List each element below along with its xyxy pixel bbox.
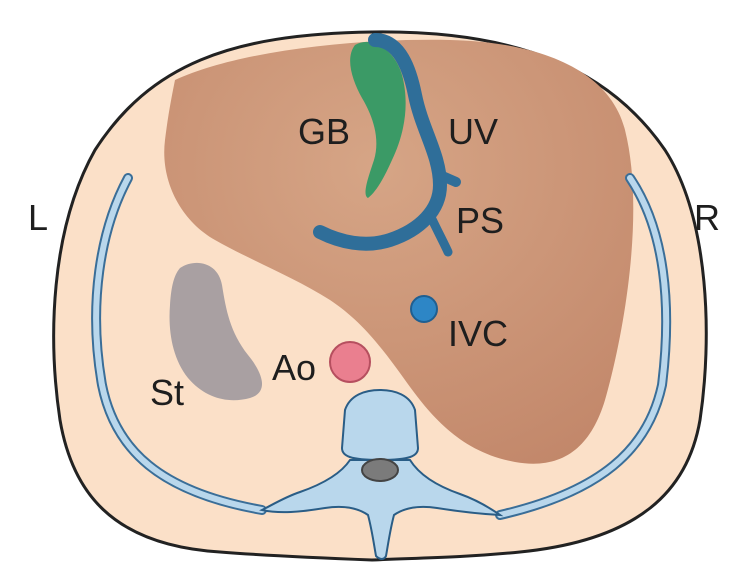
- stomach: [169, 262, 263, 401]
- spinal-canal: [361, 458, 399, 482]
- label-gb: GB: [298, 111, 350, 152]
- aorta-vessel: [329, 341, 371, 383]
- liver: [164, 39, 634, 464]
- label-ivc: IVC: [448, 313, 508, 354]
- label-ao: Ao: [272, 347, 316, 388]
- vertebra: [259, 388, 504, 560]
- label-st: St: [150, 372, 184, 413]
- label-left: L: [28, 197, 48, 238]
- gallbladder: [350, 41, 406, 198]
- ivc-vessel: [410, 295, 438, 323]
- portal-vein: [313, 33, 461, 257]
- label-uv: UV: [448, 111, 498, 152]
- label-ps: PS: [456, 200, 504, 241]
- label-right: R: [694, 197, 720, 238]
